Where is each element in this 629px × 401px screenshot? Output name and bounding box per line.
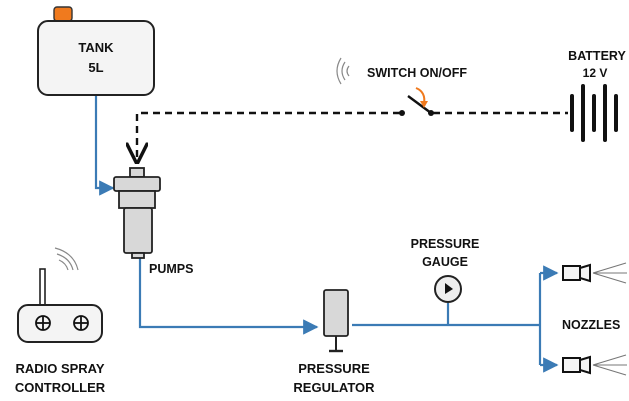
pump-ring [118, 190, 156, 209]
switch: SWITCH ON/OFF [336, 57, 467, 116]
tank-name-label: TANK [78, 40, 114, 55]
pumps-label: PUMPS [149, 262, 193, 276]
gauge-needle-icon [445, 283, 453, 294]
switch-rotate-arrow-head [420, 101, 428, 108]
tank-body [37, 20, 155, 96]
pressure-regulator: PRESSURE REGULATOR [293, 289, 375, 395]
nozzle-bottom-body [562, 357, 581, 373]
battery-name-label: BATTERY [568, 49, 626, 63]
tank-to-pump-line [94, 95, 115, 196]
switch-wireless-signal-icon [336, 57, 350, 85]
regulator-label-line1: PRESSURE [298, 361, 370, 376]
gauge-label-line2: GAUGE [422, 255, 468, 269]
pump-to-regulator-line [138, 258, 319, 335]
radio-wireless-signal-icon [54, 247, 79, 271]
radio-label-line2: CONTROLLER [15, 380, 106, 395]
regulator-label-line2: REGULATOR [293, 380, 375, 395]
nozzle-top [562, 262, 627, 284]
radio-controller: RADIO SPRAY CONTROLLER [15, 247, 106, 395]
nozzle-top-body [562, 265, 581, 281]
tank: TANK 5L [37, 6, 155, 96]
pump-top-cap [129, 167, 145, 178]
radio-joystick-left-icon [35, 315, 51, 331]
nozzles-label: NOZZLES [562, 318, 620, 332]
switch-to-pump-wire [137, 111, 400, 162]
regulator-body [323, 289, 349, 337]
nozzle-top-spray-icon [592, 262, 627, 284]
switch-contact-left [399, 110, 405, 116]
radio-joystick-right-icon [73, 315, 89, 331]
pump-outlet [131, 252, 145, 259]
water-lines [94, 95, 559, 373]
radio-body [17, 304, 103, 343]
battery: BATTERY 12 V [568, 49, 626, 142]
nozzle-top-tip [579, 263, 591, 283]
nozzle-bottom-tip [579, 355, 591, 375]
nozzle-bottom-spray-icon [592, 354, 627, 376]
switch-lever [407, 95, 432, 114]
battery-plates-icon [570, 84, 618, 142]
pump-body [123, 207, 153, 254]
tank-cap [53, 6, 73, 22]
pump-collar [113, 176, 161, 192]
tank-capacity-label: 5L [88, 60, 103, 75]
gauge-label-line1: PRESSURE [411, 237, 480, 251]
radio-antenna [39, 268, 46, 307]
pump: PUMPS [113, 167, 193, 276]
control-wire [137, 111, 568, 162]
nozzle-bottom [562, 354, 627, 376]
switch-label: SWITCH ON/OFF [367, 66, 467, 80]
pressure-gauge: PRESSURE GAUGE [411, 237, 480, 303]
radio-label-line1: RADIO SPRAY [15, 361, 104, 376]
battery-voltage-label: 12 V [583, 66, 608, 80]
